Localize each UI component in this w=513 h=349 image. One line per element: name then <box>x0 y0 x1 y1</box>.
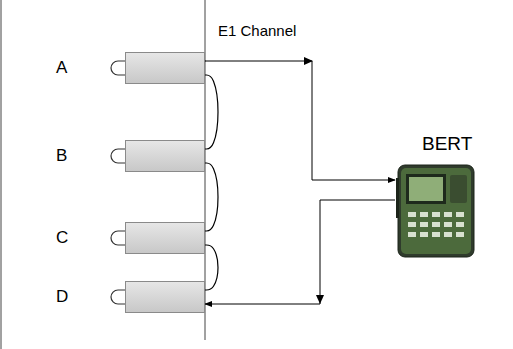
port-loops <box>111 61 205 304</box>
test-set: BERT <box>398 165 474 257</box>
signal-line <box>205 61 395 180</box>
device-body <box>398 165 474 257</box>
channel-label: E1 Channel <box>216 22 298 39</box>
signal-line <box>205 200 395 304</box>
device-screen <box>409 177 443 201</box>
device-buttons <box>408 212 464 237</box>
port-label: A <box>56 58 67 78</box>
port-connector: A <box>125 52 205 84</box>
port-connector: B <box>125 140 205 172</box>
loopback-cable <box>205 75 218 149</box>
panel-edge <box>1 0 2 349</box>
device-connector <box>396 178 399 218</box>
device-label: BERT <box>422 133 472 155</box>
port-connector: C <box>125 222 205 254</box>
port-connector: D <box>125 281 205 313</box>
device-keys <box>450 175 467 203</box>
port-label: B <box>56 146 67 166</box>
bert-device <box>396 165 474 257</box>
port-label: D <box>56 287 68 307</box>
loopback-cable <box>205 163 218 231</box>
device-face <box>401 168 471 254</box>
loopback-cable <box>205 245 218 290</box>
port-label: C <box>56 228 68 248</box>
device-screen-frame <box>406 174 446 204</box>
